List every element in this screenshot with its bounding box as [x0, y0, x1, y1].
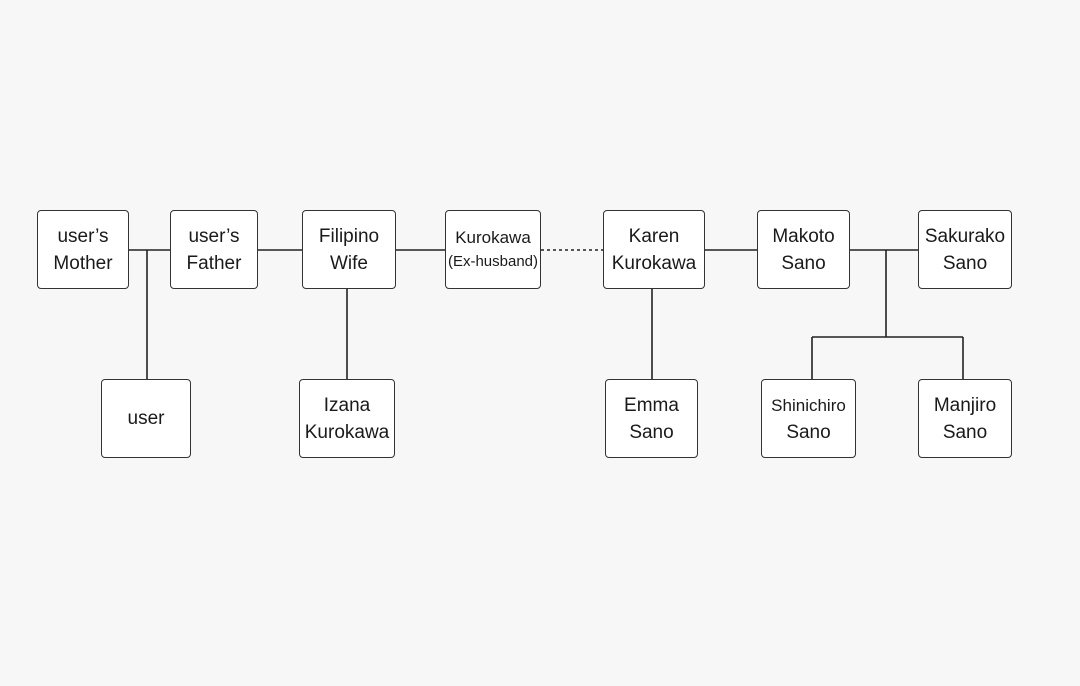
node-izana-line2: Kurokawa [304, 421, 390, 443]
node-users-mother-line2: Mother [53, 252, 113, 274]
node-kurokawa-line2: (Ex-husband) [447, 252, 539, 270]
node-makoto-sano: Makoto Sano [757, 210, 850, 289]
node-users-mother-line1: user’s [57, 225, 109, 247]
node-izana-line1: Izana [323, 394, 371, 416]
node-emma-sano: Emma Sano [605, 379, 698, 458]
node-sakurako-sano: Sakurako Sano [918, 210, 1012, 289]
node-shinichiro-sano: Shinichiro Sano [761, 379, 856, 458]
node-sakurako-line2: Sano [942, 252, 988, 274]
node-manjiro-sano: Manjiro Sano [918, 379, 1012, 458]
node-karen-line1: Karen [628, 225, 680, 247]
node-filipino-wife-line1: Filipino [318, 225, 380, 247]
node-user: user [101, 379, 191, 458]
node-manjiro-line2: Sano [942, 421, 988, 443]
node-karen-line2: Kurokawa [611, 252, 697, 274]
node-shinichiro-line2: Sano [786, 421, 831, 443]
node-sakurako-line1: Sakurako [924, 225, 1006, 247]
node-kurokawa-ex-husband: Kurokawa (Ex-husband) [445, 210, 541, 289]
node-users-mother: user’s Mother [37, 210, 129, 289]
node-filipino-wife-line2: Wife [330, 252, 368, 274]
node-manjiro-line1: Manjiro [933, 394, 997, 416]
node-users-father: user’s Father [170, 210, 258, 289]
node-shinichiro-line1: Shinichiro [771, 395, 846, 415]
node-emma-line2: Sano [629, 421, 674, 443]
node-users-father-line2: Father [186, 252, 242, 274]
node-makoto-line2: Sano [781, 252, 826, 274]
node-users-father-line1: user’s [188, 225, 240, 247]
node-user-line1: user [127, 408, 165, 429]
node-emma-line1: Emma [624, 394, 679, 416]
node-kurokawa-line1: Kurokawa [455, 227, 531, 247]
node-filipino-wife: Filipino Wife [302, 210, 396, 289]
node-makoto-line1: Makoto [772, 225, 835, 247]
node-izana-kurokawa: Izana Kurokawa [299, 379, 395, 458]
node-karen-kurokawa: Karen Kurokawa [603, 210, 705, 289]
